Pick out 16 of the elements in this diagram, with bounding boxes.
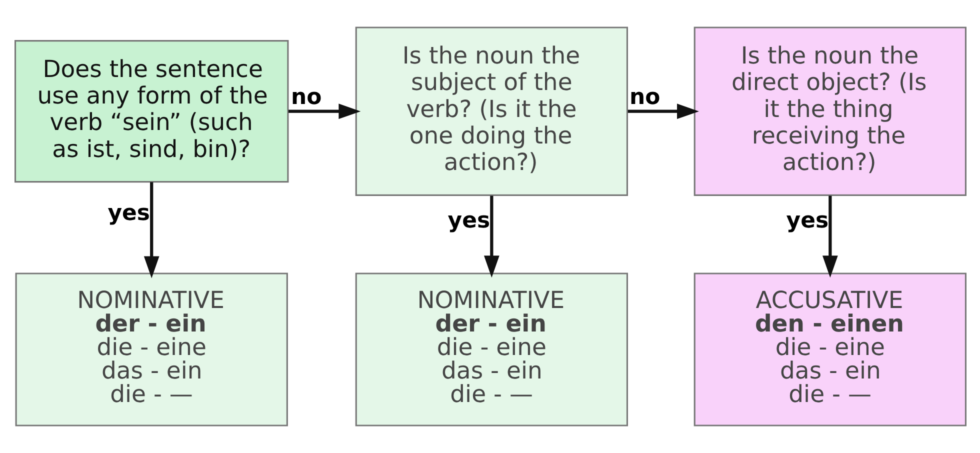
node-box: ACCUSATIVE den - einen die - eine das - ein die - — <box>693 272 966 426</box>
node-box: Is the noun the subject of the verb? (Is it the one doing the action?) <box>354 26 628 196</box>
arrow <box>483 196 499 278</box>
edge-label: no <box>629 84 660 110</box>
arrow <box>822 196 838 278</box>
arrow <box>627 104 698 119</box>
node-box: NOMINATIVE der - ein die - eine das - ein die - — <box>354 272 628 426</box>
edge-label: yes <box>107 201 150 226</box>
arrow <box>143 182 159 278</box>
node-box: Does the sentence use any form of the verb “sein” (such as ist, sind, bin)? <box>14 40 288 183</box>
edge-label: yes <box>447 208 490 234</box>
node-box: NOMINATIVE der - ein die - eine das - ein die - — <box>14 272 288 426</box>
edge-label: no <box>290 84 322 110</box>
node-box: Is the noun the direct object? (Is it the thing receiving the action?) <box>693 26 966 196</box>
edge-label: yes <box>786 208 828 234</box>
arrow <box>288 104 360 119</box>
